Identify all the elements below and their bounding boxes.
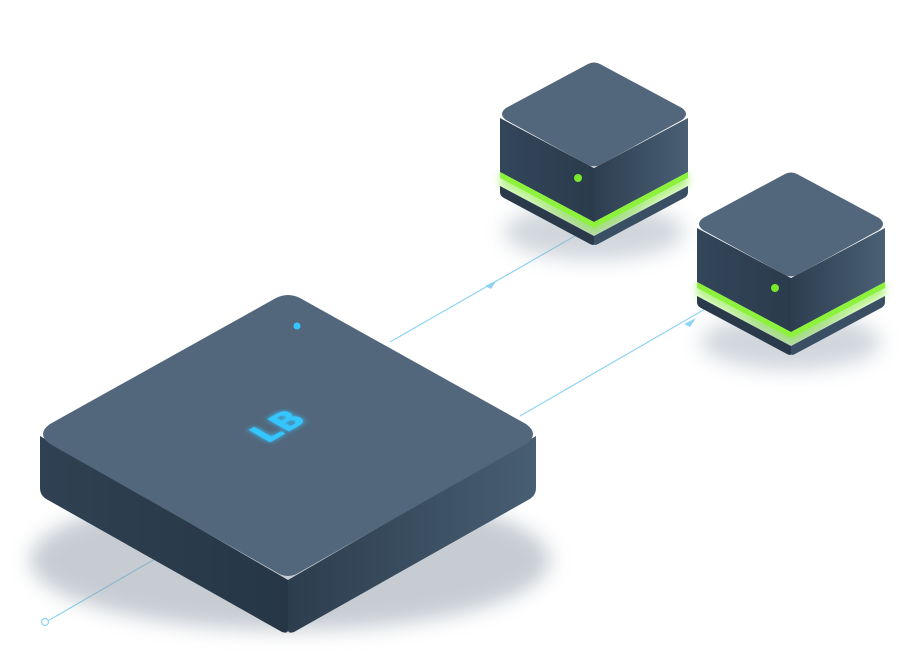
server-glow-band-left (697, 282, 791, 338)
server-glow-band-right (594, 172, 688, 228)
server-2-connection-arrow (684, 318, 696, 327)
server-base-left (500, 186, 594, 245)
server-top (502, 62, 686, 167)
server-2-connection-line (519, 304, 713, 417)
server-1 (500, 62, 688, 260)
server-base-right (594, 186, 688, 245)
server-top (699, 172, 883, 277)
client-endpoint-dot (40, 617, 50, 627)
server-base-left (697, 296, 791, 355)
server-body-right (594, 118, 688, 222)
server-glow-band-right (791, 282, 885, 338)
lb-body-right (288, 436, 536, 633)
load-balancer: LB (30, 295, 550, 633)
server-base-right (791, 296, 885, 355)
lb-indicator-icon (293, 322, 301, 330)
server-body-right (791, 228, 885, 332)
server-body-left (500, 118, 594, 222)
server-1-connection-arrow (485, 280, 497, 289)
server-2 (697, 172, 885, 370)
server-glow-band-left (500, 172, 594, 228)
lb-body-left (40, 436, 288, 633)
lb-top (43, 295, 533, 576)
server-body-left (697, 228, 791, 332)
status-led-icon (574, 174, 582, 182)
status-led-icon (771, 284, 779, 292)
